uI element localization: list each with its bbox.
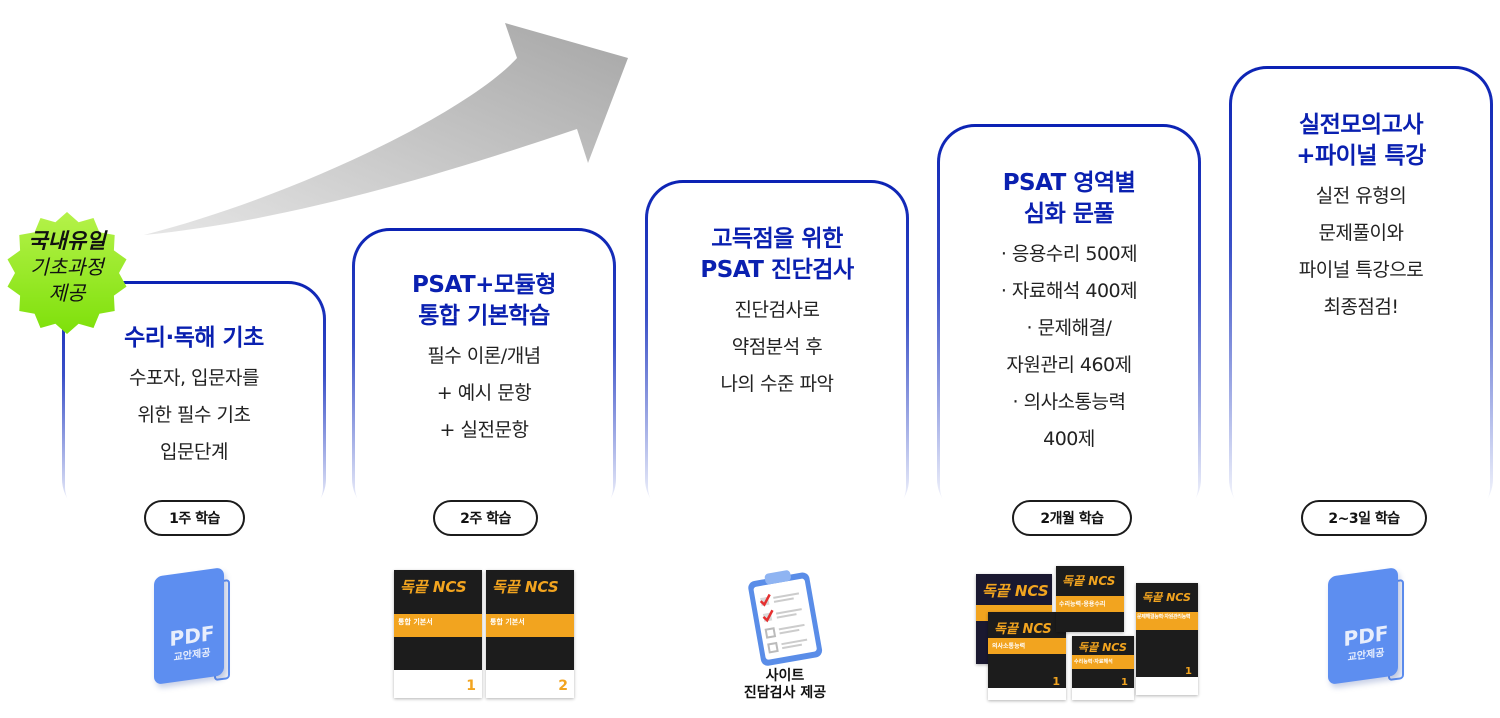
book-series: NCS [524, 578, 559, 596]
book-brand: 독끝 [400, 578, 428, 596]
desc-line: 수포자, 입문자를 [129, 367, 259, 389]
desc-line: 자원관리 460제 [1006, 354, 1132, 376]
step-description: 실전 유형의 문제풀이와 파이널 특강으로 최종점검! [1229, 178, 1493, 326]
desc-line: 나의 수준 파악 [720, 373, 834, 395]
book-cover: 독끝 NCS 수리능력·자료해석 1 [1072, 636, 1134, 700]
badge-text: 국내유일 기초과정 제공 [4, 228, 130, 306]
step-card-1: 수리·독해 기초 수포자, 입문자를 위한 필수 기초 입문단계 [62, 281, 326, 517]
duration-badge: 1주 학습 [144, 500, 245, 536]
book-series: NCS [1014, 582, 1049, 600]
desc-line: · 의사소통능력 [1012, 391, 1126, 413]
book-subtitle: 수리능력·응용수리 [1056, 595, 1124, 612]
starburst-badge-icon [7, 212, 127, 334]
clipboard-checklist-icon [748, 570, 823, 666]
caption-line: 사이트 [765, 668, 805, 684]
book-series: NCS [1102, 641, 1127, 654]
desc-line: 약점분석 후 [731, 336, 823, 358]
title-line: +파이널 특강 [1296, 143, 1426, 169]
book-subtitle: 통합 기본서 [394, 613, 482, 637]
book-cover: 독끝 NCS 의사소통능력 1 [988, 612, 1066, 700]
step-description: 진단검사로 약점분석 후 나의 수준 파악 [645, 292, 909, 403]
badge-line: 국내유일 [28, 229, 106, 253]
book-brand: 독끝 [1142, 591, 1163, 604]
step-title: 수리·독해 기초 [124, 325, 264, 351]
book-brand: 독끝 [1078, 641, 1099, 654]
book-volume: 2 [558, 678, 568, 694]
desc-line: 위한 필수 기초 [137, 404, 251, 426]
step-card-2: PSAT+모듈형 통합 기본학습 필수 이론/개념 + 예시 문항 + 실전문항 [352, 228, 616, 517]
book-series: NCS [432, 578, 467, 596]
desc-line: 400제 [1043, 428, 1095, 450]
title-line: PSAT 영역별 [1002, 170, 1136, 196]
title-line: PSAT 진단검사 [700, 257, 854, 283]
pdf-book-icon: PDF 교안제공 [148, 567, 238, 688]
desc-line: · 자료해석 400제 [1000, 280, 1138, 302]
desc-line: · 응용수리 500제 [1000, 243, 1138, 265]
book-cover: 독끝 NCS 문제해결능력·자원관리능력 1 [1136, 583, 1198, 695]
step-card-5: 실전모의고사 +파이널 특강 실전 유형의 문제풀이와 파이널 특강으로 최종점… [1229, 66, 1493, 517]
step-description: 필수 이론/개념 + 예시 문항 + 실전문항 [352, 338, 616, 449]
desc-line: 실전 유형의 [1315, 185, 1407, 207]
book-series: NCS [1166, 591, 1191, 604]
duration-badge: 2~3일 학습 [1301, 500, 1427, 536]
desc-line: 필수 이론/개념 [427, 345, 541, 367]
step-title: PSAT+모듈형 통합 기본학습 [352, 270, 616, 332]
book-volume: 1 [1121, 677, 1128, 689]
book-brand: 독끝 [1062, 574, 1085, 588]
step-title: 실전모의고사 +파이널 특강 [1229, 110, 1493, 172]
desc-line: 진단검사로 [734, 299, 820, 321]
title-line: 심화 문풀 [1023, 201, 1115, 227]
book-subtitle: 의사소통능력 [988, 638, 1066, 655]
book-subtitle: 통합 기본서 [486, 613, 574, 637]
progress-arrow-icon [144, 23, 628, 235]
desc-line: + 예시 문항 [436, 382, 532, 404]
title-line: PSAT+모듈형 [412, 272, 556, 298]
desc-line: 최종점검! [1323, 296, 1399, 318]
title-line: 통합 기본학습 [418, 303, 550, 329]
duration-badge: 2주 학습 [433, 500, 538, 536]
clipboard-caption: 사이트 진담검사 제공 [700, 668, 870, 702]
step-description: 수포자, 입문자를 위한 필수 기초 입문단계 [62, 360, 326, 471]
badge-line: 기초과정 [30, 255, 104, 279]
desc-line: 입문단계 [160, 441, 228, 463]
book-volume: 1 [466, 678, 476, 694]
step-card-4: PSAT 영역별 심화 문풀 · 응용수리 500제 · 자료해석 400제 ·… [937, 124, 1201, 517]
book-brand: 독끝 [492, 578, 520, 596]
book-volume: 1 [1185, 666, 1192, 678]
book-cover: 독끝 NCS 통합 기본서 1 [394, 570, 482, 698]
book-cover: 독끝 NCS 통합 기본서 2 [486, 570, 574, 698]
book-brand: 독끝 [994, 622, 1018, 637]
book-volume: 1 [1052, 674, 1060, 688]
badge-line: 제공 [48, 281, 86, 305]
caption-line: 진담검사 제공 [743, 685, 827, 701]
title-line: 고득점을 위한 [711, 226, 843, 252]
desc-line: + 실전문항 [439, 419, 529, 441]
step-description: · 응용수리 500제 · 자료해석 400제 · 문제해결/ 자원관리 460… [937, 236, 1201, 458]
book-cover: 독끝 NCS 수리능력·응용수리 [1056, 566, 1124, 632]
step-title: 고득점을 위한 PSAT 진단검사 [645, 224, 909, 286]
desc-line: 문제풀이와 [1318, 222, 1404, 244]
book-subtitle: 문제해결능력·자원관리능력 [1136, 612, 1198, 631]
desc-line: 파이널 특강으로 [1298, 259, 1424, 281]
step-card-3: 고득점을 위한 PSAT 진단검사 진단검사로 약점분석 후 나의 수준 파악 [645, 180, 909, 517]
desc-line: · 문제해결/ [1026, 317, 1112, 339]
pdf-book-icon: PDF 교안제공 [1322, 567, 1412, 688]
book-subtitle: 수리능력·자료해석 [1072, 655, 1134, 670]
title-line: 실전모의고사 [1299, 112, 1423, 138]
book-brand: 독끝 [982, 582, 1010, 600]
book-series: NCS [1022, 622, 1052, 637]
duration-badge: 2개월 학습 [1012, 500, 1132, 536]
book-series: NCS [1088, 574, 1116, 588]
step-title: PSAT 영역별 심화 문풀 [937, 168, 1201, 230]
